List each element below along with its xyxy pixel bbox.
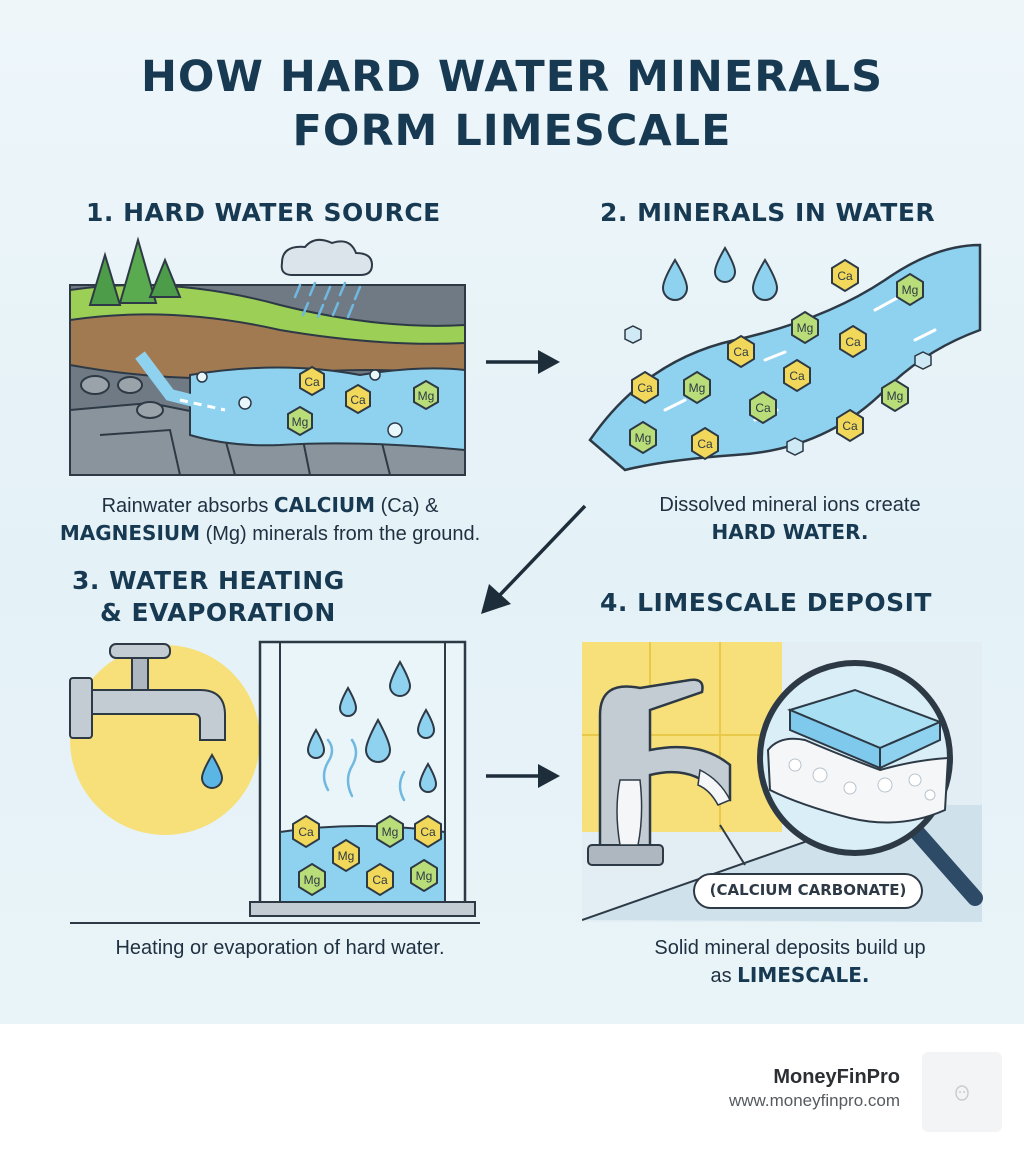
svg-text:Ca: Ca bbox=[755, 401, 771, 415]
arrow-right-icon bbox=[486, 764, 560, 788]
step-3-title-line-1: 3. WATER HEATING bbox=[72, 566, 345, 595]
mineral-ca: Ca bbox=[783, 358, 811, 393]
svg-text:Mg: Mg bbox=[338, 849, 355, 863]
svg-text:Mg: Mg bbox=[416, 869, 433, 883]
svg-text:Ca: Ca bbox=[420, 825, 436, 839]
mineral-mg: Mg bbox=[629, 420, 657, 455]
svg-text:Mg: Mg bbox=[689, 381, 706, 395]
mineral-ca-label: Ca bbox=[350, 393, 366, 407]
mineral-mg-label: Mg bbox=[292, 415, 309, 429]
svg-text:Mg: Mg bbox=[635, 431, 652, 445]
mineral-ca: Ca bbox=[831, 258, 859, 293]
mineral-mg: Mg bbox=[896, 272, 924, 307]
mineral-mg-2: Mg bbox=[287, 405, 313, 437]
svg-text:Mg: Mg bbox=[887, 389, 904, 403]
mineral-ca-1: Ca bbox=[299, 365, 325, 397]
svg-text:Ca: Ca bbox=[837, 269, 853, 283]
svg-text:Ca: Ca bbox=[789, 369, 805, 383]
mineral-ca: Ca bbox=[836, 408, 864, 443]
step-1-caption: Rainwater absorbs CALCIUM (Ca) & MAGNESI… bbox=[59, 493, 481, 545]
svg-text:Ca: Ca bbox=[845, 335, 861, 349]
mineral-ca-label: Ca bbox=[304, 375, 320, 389]
brand-name: MoneyFinPro bbox=[773, 1066, 900, 1088]
mineral-ca: Ca bbox=[839, 324, 867, 359]
mineral-ca: Ca bbox=[366, 862, 394, 897]
arrow-right-icon bbox=[486, 350, 560, 374]
mineral-mg: Mg bbox=[376, 814, 404, 849]
step-2-title: 2. MINERALS IN WATER bbox=[600, 198, 936, 227]
mineral-mg-1: Mg bbox=[413, 379, 439, 411]
main-title-line-1: HOW HARD WATER MINERALS bbox=[140, 52, 884, 102]
calcium-carbonate-label: (CALCIUM CARBONATE) bbox=[693, 873, 923, 909]
svg-text:Ca: Ca bbox=[372, 873, 388, 887]
mineral-ca: Ca bbox=[414, 814, 442, 849]
mascot-icon bbox=[955, 1085, 969, 1101]
mineral-mg: Mg bbox=[332, 838, 360, 873]
svg-text:Ca: Ca bbox=[733, 345, 749, 359]
svg-text:Mg: Mg bbox=[304, 873, 321, 887]
step-3-title-line-2: & EVAPORATION bbox=[100, 598, 336, 627]
mineral-ca: Ca bbox=[749, 390, 777, 425]
brand-logo-badge bbox=[922, 1052, 1002, 1132]
svg-text:Ca: Ca bbox=[697, 437, 713, 451]
step-4-title: 4. LIMESCALE DEPOSIT bbox=[600, 588, 932, 617]
minerals-in-water-illustration: Ca Mg Mg Ca Ca Ca Mg Ca Mg Ca Mg Ca Ca bbox=[588, 243, 982, 472]
svg-text:Ca: Ca bbox=[637, 381, 653, 395]
mineral-mg: Mg bbox=[683, 370, 711, 405]
svg-text:Ca: Ca bbox=[842, 419, 858, 433]
mineral-mg: Mg bbox=[791, 310, 819, 345]
mineral-mg: Mg bbox=[410, 858, 438, 893]
infographic-canvas: HOW HARD WATER MINERALS FORM LIMESCALE 1… bbox=[0, 0, 1024, 1024]
footer bbox=[0, 1024, 1024, 1154]
svg-text:Mg: Mg bbox=[902, 283, 919, 297]
svg-text:Mg: Mg bbox=[382, 825, 399, 839]
hard-water-source-illustration: Ca Ca Mg Mg bbox=[69, 236, 466, 476]
mineral-ca-2: Ca bbox=[345, 383, 371, 415]
mineral-ca: Ca bbox=[292, 814, 320, 849]
step-2-caption: Dissolved mineral ions create HARD WATER… bbox=[659, 494, 921, 544]
step-1-title: 1. HARD WATER SOURCE bbox=[86, 198, 441, 227]
mineral-ca: Ca bbox=[727, 334, 755, 369]
mineral-mg: Mg bbox=[298, 862, 326, 897]
arrow-down-left-icon bbox=[481, 504, 587, 614]
step-4-caption: Solid mineral deposits build up as LIMES… bbox=[654, 937, 926, 987]
step-3-caption: Heating or evaporation of hard water. bbox=[115, 937, 445, 959]
svg-text:Mg: Mg bbox=[797, 321, 814, 335]
water-heating-illustration: Ca Mg Ca Mg Mg Ca Mg bbox=[69, 640, 480, 924]
mineral-ca: Ca bbox=[631, 370, 659, 405]
mineral-mg-label: Mg bbox=[418, 389, 435, 403]
mineral-mg: Mg bbox=[881, 378, 909, 413]
mineral-ca: Ca bbox=[691, 426, 719, 461]
brand-url[interactable]: www.moneyfinpro.com bbox=[728, 1091, 900, 1110]
svg-text:Ca: Ca bbox=[298, 825, 314, 839]
main-title-line-2: FORM LIMESCALE bbox=[292, 106, 732, 156]
